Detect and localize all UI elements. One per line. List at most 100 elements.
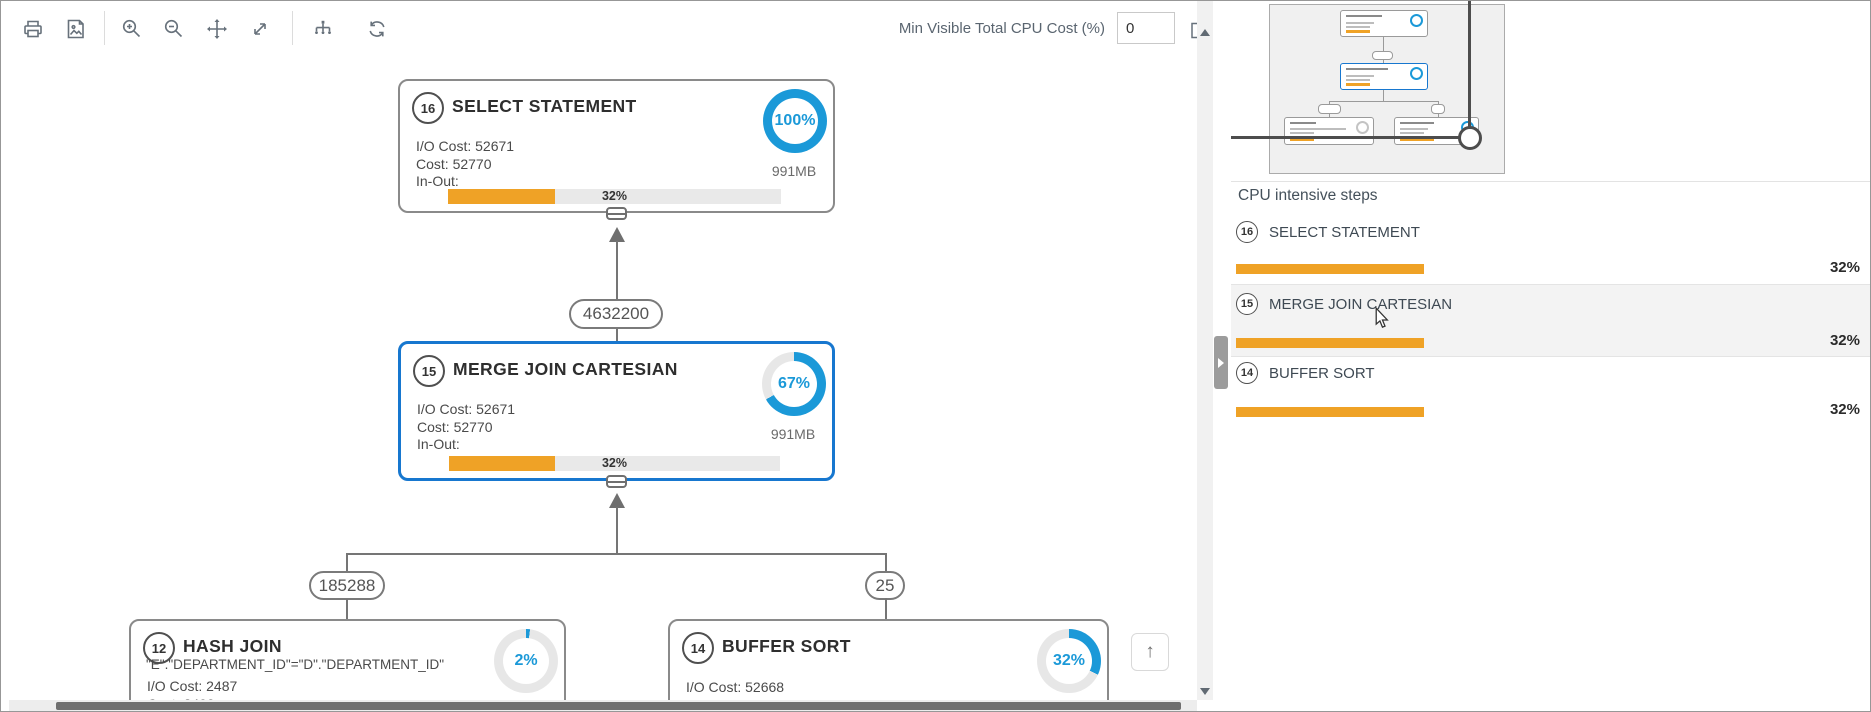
plan-node-merge-join-cartesian[interactable]: 15 MERGE JOIN CARTESIAN I/O Cost: 52671 … [398,341,835,481]
toolbar-separator [292,11,293,45]
minimap-branch [1329,101,1439,102]
node-step-number: 16 [412,92,444,124]
step-percent: 32% [1829,259,1860,276]
node-cost: Cost: 52767 [686,697,784,703]
inout-progress-bar: 32% [448,189,781,204]
node-io-cost: I/O Cost: 2487 [147,678,238,694]
minimap-edge-label [1431,104,1445,114]
node-costs: I/O Cost: 52671 Cost: 52770 In-Out: [417,401,515,454]
scrollbar-up-arrow[interactable] [1200,29,1210,36]
move-icon [207,19,227,39]
minimap-edge [1383,90,1384,101]
step-bar [1236,407,1822,417]
resize-diagonal-icon [254,23,266,35]
scrollbar-down-arrow[interactable] [1200,688,1210,695]
sidebar-divider [1231,181,1870,182]
splitter-collapse-handle[interactable] [1214,336,1228,389]
node-cost: Cost: 52770 [417,418,493,435]
step-bar-fill [1236,338,1424,348]
node-title: MERGE JOIN CARTESIAN [453,359,678,379]
scroll-top-button[interactable]: ↑ [1131,633,1169,671]
inout-progress-fill [449,456,555,471]
toolbar-separator [104,11,105,45]
node-title: SELECT STATEMENT [452,96,637,116]
diagram-pane[interactable]: Min Visible Total CPU Cost (%) 4632200 1… [1,1,1197,702]
edge-line [885,553,887,573]
minimap-node-selected [1340,63,1428,90]
minimap-viewport-handle[interactable] [1458,126,1482,150]
node-io-cost: I/O Cost: 52671 [417,401,516,417]
edge-line [616,507,618,554]
node-costs: I/O Cost: 52671 Cost: 52770 In-Out: [416,138,514,191]
minimap-viewport-edge [1468,1,1471,138]
minimap-node [1340,10,1428,37]
collapse-children-button[interactable] [606,207,627,220]
step-bar [1236,338,1822,348]
pan-button[interactable] [201,13,233,45]
minimap-node [1284,117,1374,145]
edge-cardinality-label: 185288 [309,571,385,600]
mouse-cursor [1374,306,1390,334]
horizontal-scrollbar-thumb[interactable] [56,702,1181,710]
printer-icon [24,20,42,38]
cpu-steps-title: CPU intensive steps [1238,187,1378,204]
step-number-badge: 14 [1236,362,1258,384]
step-percent: 32% [1829,401,1860,418]
edge-branch-bar [346,553,887,555]
node-title: BUFFER SORT [722,636,851,656]
cpu-percent-donut: 32% [1037,629,1101,693]
zoom-in-icon [122,19,141,38]
plan-node-buffer-sort[interactable]: 14 BUFFER SORT I/O Cost: 52668 Cost: 527… [668,619,1109,702]
step-row-merge-join-cartesian[interactable]: MERGE JOIN CARTESIAN [1269,296,1453,313]
node-step-number: 12 [143,632,175,664]
inout-progress-fill [448,189,555,204]
edge-arrow [609,493,625,508]
collapse-children-button[interactable] [606,475,627,488]
edge-line [346,599,348,619]
step-row-buffer-sort[interactable]: BUFFER SORT [1269,365,1375,382]
node-step-number: 14 [682,632,714,664]
refresh-icon [369,21,385,37]
note-icon [1191,22,1197,39]
minimap-edge-label [1318,104,1341,114]
inout-progress-label: 32% [601,456,628,470]
print-button[interactable] [17,13,49,45]
step-number-badge: 16 [1236,221,1258,243]
cpu-percent-donut: 67% [762,352,826,416]
node-inout-label: In-Out: [417,436,460,452]
arrow-up-icon: ↑ [1145,641,1155,662]
step-bar [1236,264,1822,274]
fit-to-window-button[interactable] [244,13,276,45]
edge-line [616,329,618,343]
zoom-out-button[interactable] [158,13,190,45]
node-step-number: 15 [413,355,445,387]
vertical-scrollbar[interactable] [1197,1,1213,700]
step-row-select-statement[interactable]: SELECT STATEMENT [1269,224,1420,241]
inout-progress-bar: 32% [449,456,780,471]
notes-button[interactable] [1183,14,1197,46]
node-cost: Cost: 52770 [416,155,492,172]
minimap-edge [1383,37,1384,63]
layout-button[interactable] [307,13,339,45]
chevron-right-icon [1218,357,1224,368]
node-title: HASH JOIN [183,636,282,656]
zoom-in-button[interactable] [116,13,148,45]
minimap-edge-label [1372,51,1393,60]
cpu-filter-input[interactable] [1117,12,1175,44]
minimap-viewport-edge [1231,136,1471,139]
edge-arrow [609,227,625,242]
refresh-button[interactable] [361,13,393,45]
node-io-cost: I/O Cost: 52671 [416,138,515,154]
edge-cardinality-label: 4632200 [569,299,663,329]
edge-line [346,553,348,573]
step-number-badge: 15 [1236,293,1258,315]
hierarchy-icon [315,20,331,34]
plan-node-hash-join[interactable]: 12 HASH JOIN "E"."DEPARTMENT_ID"="D"."DE… [129,619,566,702]
inout-progress-label: 32% [601,189,628,203]
node-cost: Cost: 2490 [147,696,237,703]
edge-line [616,241,618,299]
export-image-button[interactable] [60,13,92,45]
plan-node-select-statement[interactable]: 16 SELECT STATEMENT I/O Cost: 52671 Cost… [398,79,835,213]
node-inout-label: In-Out: [416,173,459,189]
